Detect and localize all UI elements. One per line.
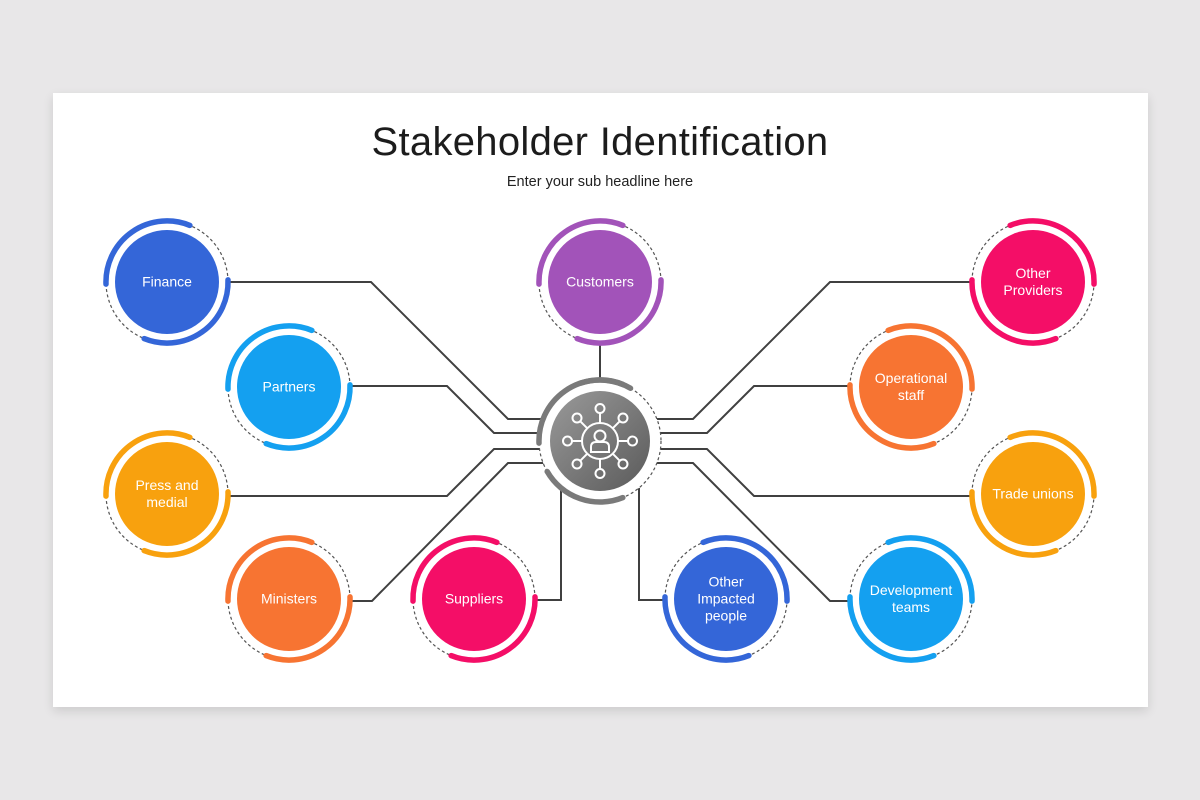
node-finance[interactable] xyxy=(103,218,231,346)
connector-suppliers xyxy=(536,488,562,601)
connector-operational xyxy=(660,385,849,434)
node-operational[interactable] xyxy=(847,323,975,451)
connector-finance xyxy=(229,281,545,420)
connector-other-providers xyxy=(655,281,971,420)
connector-press xyxy=(229,448,540,497)
node-label-suppliers: Suppliers xyxy=(444,590,504,607)
node-label-trade-unions: Trade unions xyxy=(992,485,1074,502)
node-suppliers[interactable] xyxy=(410,535,538,663)
node-label-ministers: Ministers xyxy=(260,590,317,607)
node-label-other-providers: Other Providers xyxy=(1003,265,1063,298)
connector-development xyxy=(655,462,849,602)
node-trade-unions[interactable] xyxy=(969,430,1097,558)
node-other-impacted[interactable] xyxy=(662,535,790,663)
connector-trade-unions xyxy=(660,448,971,497)
node-label-partners: Partners xyxy=(262,378,316,395)
connector-partners xyxy=(351,385,540,434)
node-label-finance: Finance xyxy=(142,273,192,290)
connector-ministers xyxy=(351,462,545,602)
page-subtitle: Enter your sub headline here xyxy=(506,174,694,190)
connector-other-impacted xyxy=(638,488,664,601)
stakeholder-nodes xyxy=(103,218,1097,663)
hub-node xyxy=(536,377,662,505)
node-press[interactable] xyxy=(103,430,231,558)
connector-lines xyxy=(229,281,971,602)
node-partners[interactable] xyxy=(225,323,353,451)
node-customers[interactable] xyxy=(536,218,664,346)
node-label-press: Press and medial xyxy=(135,477,199,510)
node-other-providers[interactable] xyxy=(969,218,1097,346)
node-label-other-impacted: Other Impacted people xyxy=(697,573,755,624)
node-label-operational: Operational staff xyxy=(874,370,948,403)
node-label-customers: Customers xyxy=(566,273,634,290)
node-development[interactable] xyxy=(847,535,975,663)
network-person-icon xyxy=(562,403,638,479)
node-label-development: Development teams xyxy=(869,582,953,615)
node-ministers[interactable] xyxy=(225,535,353,663)
page-title: Stakeholder Identification xyxy=(371,120,829,164)
